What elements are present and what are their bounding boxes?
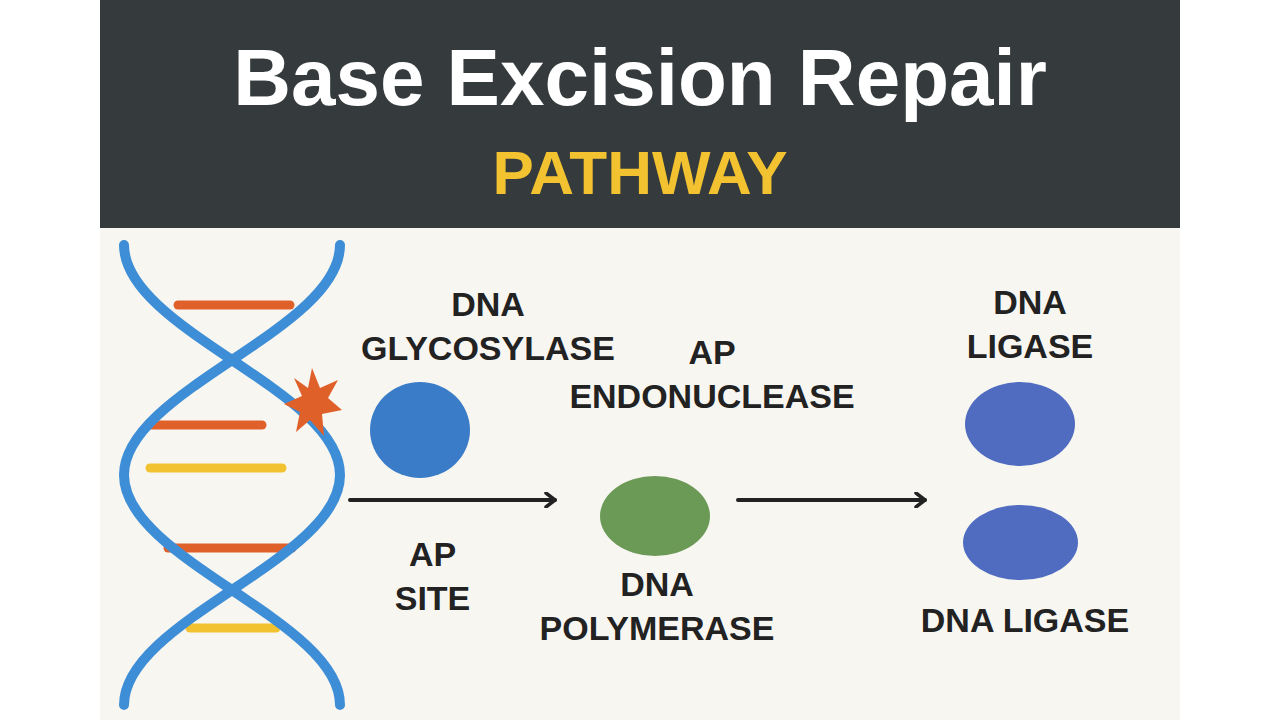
enzyme-label: DNA LIGASE bbox=[921, 598, 1129, 642]
enzyme-node: DNA LIGASE bbox=[880, 505, 1160, 642]
enzyme-node: AP ENDONUCLEASEDNA POLYMERASE bbox=[547, 330, 877, 650]
base-pair bbox=[178, 301, 290, 310]
damage-star bbox=[284, 368, 342, 436]
enzyme-shape bbox=[370, 382, 470, 478]
enzyme-node: DNA LIGASE bbox=[900, 280, 1160, 466]
base-pair bbox=[168, 544, 292, 553]
base-pair bbox=[190, 624, 276, 633]
enzyme-shape bbox=[600, 476, 710, 556]
base-pair bbox=[152, 421, 262, 430]
enzyme-label: DNA POLYMERASE bbox=[527, 562, 787, 650]
title: Base Excision Repair bbox=[100, 30, 1180, 126]
base-pair bbox=[150, 464, 282, 473]
flow-arrow bbox=[738, 498, 925, 502]
edge-label: AP SITE bbox=[378, 532, 488, 620]
enzyme-label: AP ENDONUCLEASE bbox=[552, 330, 872, 418]
enzyme-label: DNA GLYCOSYLASE bbox=[343, 282, 633, 370]
enzyme-shape bbox=[963, 505, 1078, 580]
flow-arrow bbox=[350, 498, 555, 502]
dna-strand bbox=[124, 245, 340, 705]
subtitle: PATHWAY bbox=[100, 136, 1180, 210]
dna-strand bbox=[124, 245, 340, 705]
enzyme-label: DNA LIGASE bbox=[945, 280, 1115, 368]
enzyme-shape bbox=[965, 382, 1075, 466]
